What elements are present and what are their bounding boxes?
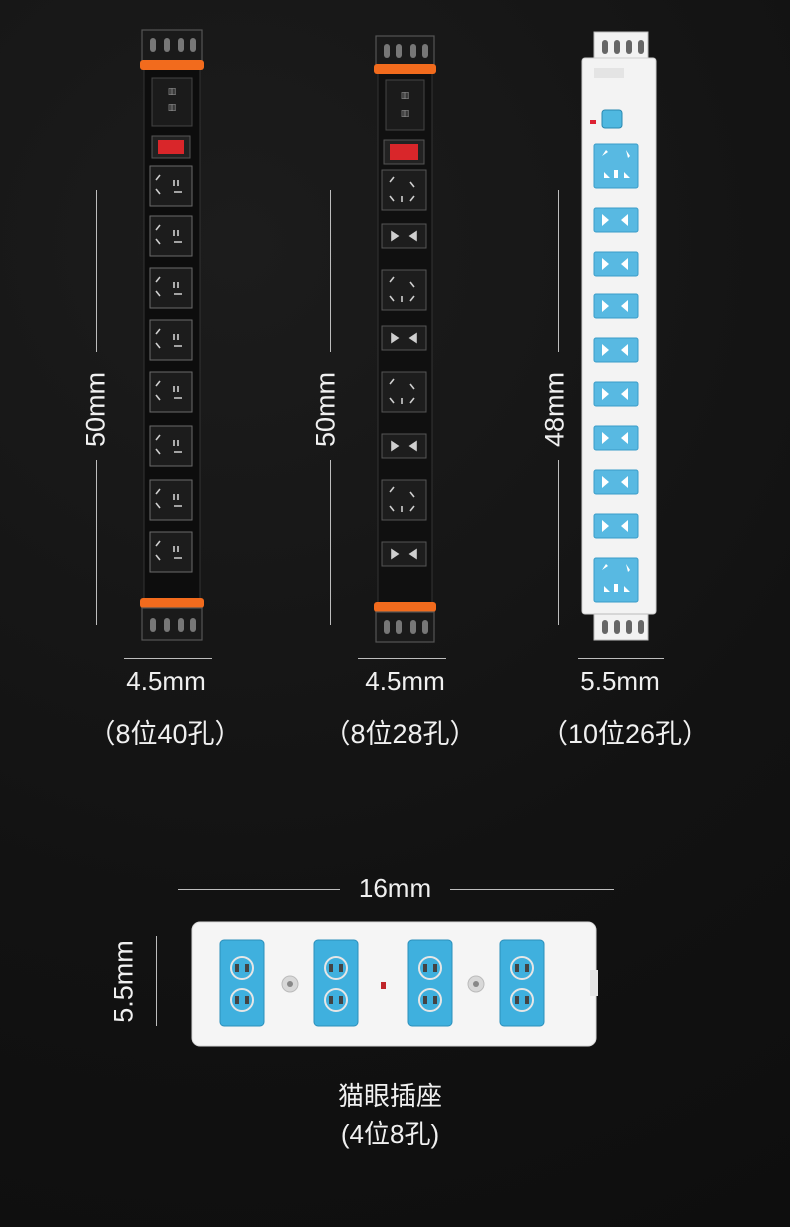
svg-text:▥: ▥ (168, 86, 177, 96)
strip3-height-label: 48mm (539, 372, 570, 448)
svg-text:▥: ▥ (401, 108, 410, 118)
strip2-width-label: 4.5mm (365, 666, 445, 696)
strip3-spec-label: （10位26孔） (540, 719, 710, 749)
strip2-height-line-lower (330, 460, 331, 625)
bottom-width-line-left (178, 889, 340, 890)
strip3-height-line-lower (558, 460, 559, 625)
strip1-width-label: 4.5mm (126, 666, 206, 696)
strip3-power-strip (581, 31, 657, 641)
cat-eye-power-strip (191, 921, 598, 1047)
bottom-height-line (156, 936, 157, 1026)
svg-text:▥: ▥ (168, 102, 177, 112)
bottom-name-label: 猫眼插座 (337, 1081, 442, 1111)
strip1-power-strip: ▥ ▥ (140, 29, 204, 641)
strip1-height-label: 50mm (80, 372, 111, 448)
strip2-power-strip: ▥ ▥ (374, 35, 436, 643)
strip1-height-line (96, 190, 97, 352)
bottom-width-label: 16mm (358, 873, 432, 903)
strip2-height-label: 50mm (310, 372, 341, 448)
strip2-height-line (330, 190, 331, 352)
strip1-width-line (124, 658, 212, 659)
bottom-height-label: 5.5mm (108, 940, 139, 1023)
svg-text:▥: ▥ (401, 90, 410, 100)
bottom-spec-label: (4位8孔) (340, 1119, 440, 1149)
bottom-width-line-right (450, 889, 614, 890)
strip1-spec-label: （8位40孔） (88, 719, 242, 749)
strip2-spec-label: （8位28孔） (323, 719, 477, 749)
strip3-height-line (558, 190, 559, 352)
strip3-width-label: 5.5mm (580, 666, 660, 696)
strip2-width-line (358, 658, 446, 659)
strip1-height-line-lower (96, 460, 97, 625)
strip3-width-line (578, 658, 664, 659)
